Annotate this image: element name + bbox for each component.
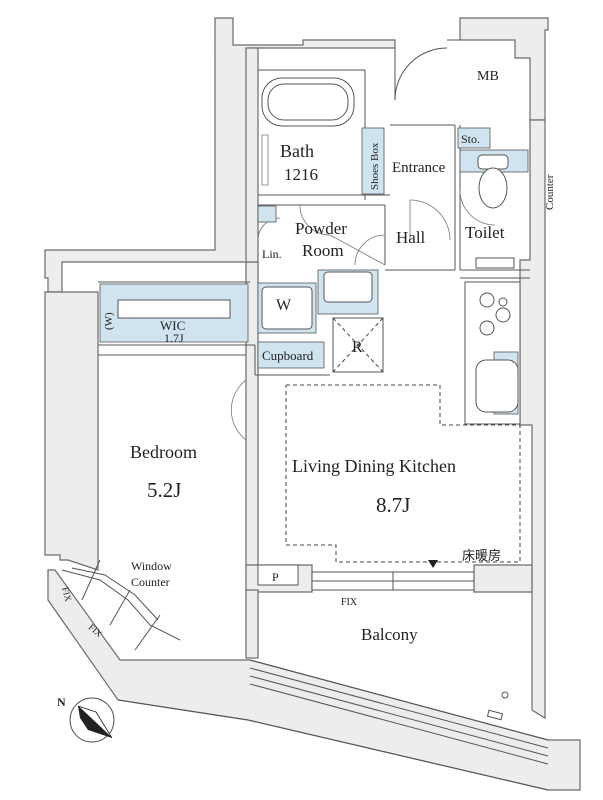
label-wic-w: (W) [103, 312, 115, 330]
label-floor-heating: 床暖房 [462, 548, 501, 563]
label-fix-bottom: FIX [341, 597, 358, 608]
labels: MB Bath 1216 Shoes Box Entrance Sto. Cou… [60, 69, 556, 644]
label-powder-room-2: Room [302, 241, 344, 260]
label-bedroom-size: 5.2J [147, 478, 181, 502]
label-entrance: Entrance [392, 160, 446, 176]
label-wic: WIC [160, 318, 185, 333]
label-shoes-box: Shoes Box [369, 142, 381, 190]
label-washer: W [276, 297, 292, 314]
label-hall: Hall [396, 228, 426, 247]
label-linen: Lin. [262, 247, 282, 261]
label-storage: Sto. [461, 132, 480, 146]
label-fix-left-1: FIX [60, 586, 74, 603]
label-mb: MB [477, 69, 499, 84]
fixtures [61, 77, 529, 651]
label-ldk-size: 8.7J [376, 493, 410, 517]
label-ldk: Living Dining Kitchen [292, 456, 456, 476]
label-powder-room-1: Powder [295, 219, 347, 238]
label-bedroom: Bedroom [130, 442, 197, 462]
label-balcony: Balcony [361, 625, 418, 644]
compass-north-label: N [57, 695, 66, 709]
label-toilet: Toilet [465, 223, 505, 242]
label-counter-right: Counter [544, 174, 556, 210]
balcony-rail [117, 659, 549, 791]
label-window-counter-2: Counter [131, 575, 170, 589]
label-cupboard: Cupboard [262, 348, 314, 363]
label-wic-size: 1.7J [164, 331, 184, 345]
doors [170, 39, 496, 441]
label-p: P [272, 570, 279, 584]
label-window-counter-1: Window [131, 559, 172, 573]
compass: N [57, 695, 115, 743]
label-refrigerator: R [352, 339, 363, 356]
label-bath: Bath [280, 141, 314, 161]
label-bath-size: 1216 [284, 165, 318, 184]
